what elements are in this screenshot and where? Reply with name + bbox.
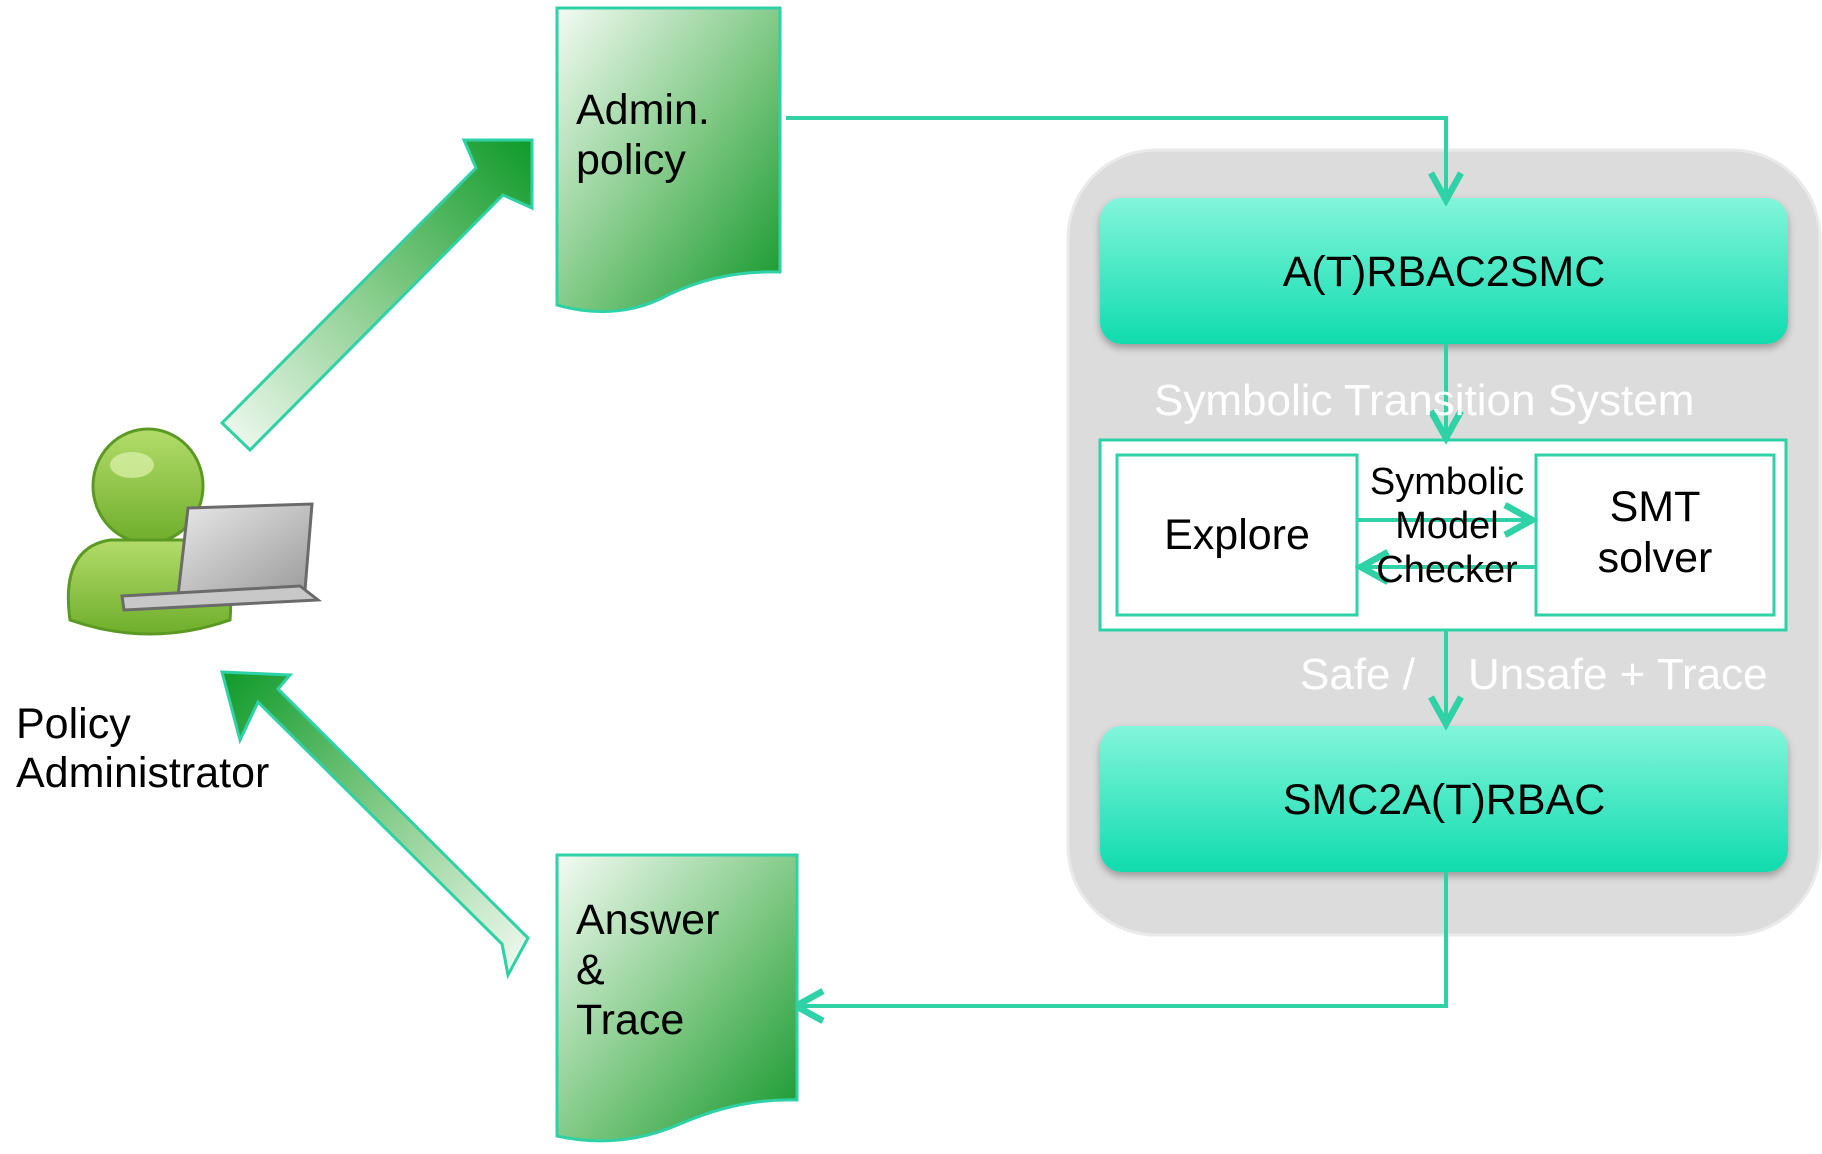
answer-trace-line1: Answer [576,896,720,944]
model-checker-line1: Symbolic [1369,461,1525,503]
smt-solver-label: SMT solver [1536,482,1774,583]
module-smc2atrbac [1100,726,1788,872]
module-atrbac2smc [1100,198,1788,344]
return-answer-arrow [220,670,530,980]
admin-policy-line1: Admin. [576,86,710,134]
smt-solver-line2: solver [1597,533,1713,582]
unsafe-trace-label: Unsafe + Trace [1468,650,1768,699]
admin-policy-text: Admin. policy [576,86,710,186]
answer-trace-text: Answer & Trace [576,896,719,1046]
answer-trace-document [555,853,799,1143]
model-checker-label: Symbolic Model Checker [1356,460,1538,592]
submit-policy-arrow [219,138,534,453]
answer-trace-line3: Trace [576,995,685,1044]
answer-trace-line2: & [576,945,605,994]
actor-label: Policy Administrator [16,700,269,799]
admin-policy-line2: policy [576,135,686,184]
model-checker-line2: Model [1395,505,1499,548]
admin-policy-document [555,6,782,314]
user-with-laptop-icon [66,427,323,636]
actor-label-line2: Administrator [16,749,270,798]
policy-to-module-arrow [786,116,1446,200]
safe-label: Safe / [1300,650,1415,699]
model-checker-line3: Checker [1376,549,1518,592]
explore-label: Explore [1164,511,1310,559]
explore-box [1115,453,1359,617]
symbolic-transition-system-label: Symbolic Transition System [1154,376,1695,425]
actor-label-line1: Policy [16,700,131,748]
module-smc2atrbac-label: SMC2A(T)RBAC [1282,776,1606,824]
module-to-answer-arrow [796,872,1448,1006]
module-atrbac2smc-label: A(T)RBAC2SMC [1282,248,1606,296]
smt-solver-line1: SMT [1609,483,1701,531]
